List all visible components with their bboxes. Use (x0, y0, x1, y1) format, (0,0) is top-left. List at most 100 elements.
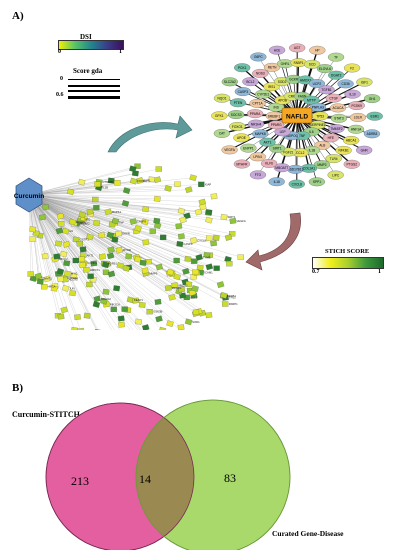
nafld-gene-node: ACE (268, 45, 286, 55)
curcumin-edge (28, 194, 78, 318)
curcumin-target-node (164, 284, 172, 292)
nafld-gene-label: SLC2A2 (224, 80, 236, 84)
curcumin-target-node (29, 236, 36, 242)
curcumin-target-node (94, 181, 101, 187)
nafld-gene-label: SPP1 (313, 180, 321, 184)
curcumin-target-node (153, 217, 161, 224)
stitch-legend-min: 0.7 (312, 269, 320, 275)
dsi-legend-title: DSI (80, 33, 92, 41)
curcumin-target-node (134, 225, 142, 232)
curcumin-target-node (189, 174, 197, 182)
curcumin-target-node (212, 234, 220, 241)
nafld-gene-label: KLF6 (265, 162, 273, 166)
curcumin-edge (28, 188, 169, 196)
nafld-gene-label: GHRL (281, 62, 290, 66)
nafld-gene-label: INS (274, 106, 279, 110)
curcumin-target-node (74, 314, 81, 321)
curcumin-edge (28, 194, 230, 264)
nafld-gene-label: RETN (268, 66, 277, 70)
curcumin-edge (28, 194, 229, 238)
curcumin-edge (28, 194, 209, 221)
curcumin-target-label: TOP2A (77, 222, 86, 226)
curcumin-target-node (132, 297, 140, 304)
curcumin-target-node (72, 257, 79, 264)
curcumin-target-node (83, 312, 91, 319)
curcumin-target-node (213, 265, 220, 271)
curcumin-target-node (59, 250, 68, 258)
curcumin-target-label: TP53 (229, 296, 236, 300)
curcumin-target-node (50, 285, 58, 292)
curcumin-edge (28, 194, 189, 285)
curcumin-target-node (111, 236, 119, 243)
curcumin-target-node (205, 312, 213, 319)
nafld-hub-label: NAFLD (286, 114, 308, 121)
nafld-gene-label: HNF1A (351, 128, 362, 132)
curcumin-target-node (71, 326, 78, 330)
nafld-gene-label: GHR (361, 149, 369, 153)
nafld-gene-node: SIRT1 (268, 143, 286, 153)
curcumin-target-node (220, 213, 228, 221)
curcumin-target-label: BCL2 (190, 295, 197, 299)
curcumin-edge (28, 194, 141, 330)
nafld-gene-node: CD36 (337, 79, 354, 89)
curcumin-target-node (146, 309, 153, 315)
nafld-gene-label: LIPC (332, 173, 340, 177)
curcumin-target-node (222, 301, 229, 307)
arrow-to-nafld (107, 115, 193, 153)
curcumin-target-node (191, 258, 198, 264)
curcumin-target-node (83, 267, 90, 273)
nafld-gene-node: CAT (213, 128, 231, 138)
curcumin-edge (28, 194, 180, 292)
nafld-gene-label: NFKB1 (338, 149, 349, 153)
curcumin-target-node (177, 233, 185, 240)
nafld-gene-label: ADIPOQ (286, 134, 299, 138)
nafld-gene-node: HNF1A (347, 124, 365, 134)
nafld-gene-node: ENPP1 (240, 143, 257, 153)
curcumin-target-label: MAPK1 (112, 210, 122, 214)
curcumin-target-node (174, 181, 181, 187)
curcumin-edge (28, 194, 203, 208)
nafld-gene-label: CXCL8 (292, 182, 303, 186)
nafld-gene-label: PCSK9 (351, 104, 362, 108)
curcumin-target-node (142, 239, 150, 246)
curcumin-target-label: IL6 (69, 229, 73, 233)
curcumin-target-node (86, 208, 94, 215)
gda-legend-title: Score gda (73, 67, 103, 75)
curcumin-target-node (72, 236, 80, 243)
nafld-gene-node: NFKB1 (335, 145, 352, 155)
gda-line-thick (68, 96, 120, 99)
curcumin-target-node (76, 241, 84, 247)
nafld-gene-node: FTO (249, 170, 267, 180)
nafld-edge (296, 115, 323, 165)
curcumin-edge (28, 194, 65, 310)
nafld-gene-label: HMOX1 (300, 78, 312, 82)
dsi-colorbar (58, 40, 124, 50)
curcumin-target-label: PPARG (172, 286, 182, 290)
nafld-gene-node: TGFB1 (318, 85, 335, 95)
nafld-gene-label: SOCS3 (231, 113, 242, 117)
curcumin-target-node (192, 309, 200, 315)
nafld-gene-label: AKT1 (264, 141, 272, 145)
curcumin-edge (28, 194, 182, 290)
curcumin-target-node (210, 240, 218, 247)
curcumin-target-node (198, 181, 205, 187)
nafld-gene-label: ELOVL6 (319, 67, 331, 71)
curcumin-target-node (155, 166, 162, 172)
curcumin-target-label: NFE2L2 (101, 297, 112, 301)
nafld-gene-node: ADRB3 (363, 129, 381, 139)
curcumin-hub-label: Curcumin (14, 193, 44, 200)
curcumin-edge (28, 194, 215, 197)
nafld-gene-node: CCL2 (292, 148, 309, 158)
curcumin-target-node (57, 313, 65, 320)
curcumin-target-node (173, 257, 180, 264)
curcumin-edge (28, 182, 118, 196)
curcumin-target-node (185, 281, 193, 288)
curcumin-target-label: CCND1 (87, 261, 97, 265)
curcumin-target-node (27, 271, 34, 277)
curcumin-target-node (229, 231, 236, 237)
curcumin-target-node (121, 306, 128, 312)
curcumin-target-node (122, 265, 131, 272)
curcumin-target-label: HMOX1 (90, 268, 100, 272)
nafld-gene-node: RETN (263, 62, 281, 72)
curcumin-edge (28, 194, 182, 212)
